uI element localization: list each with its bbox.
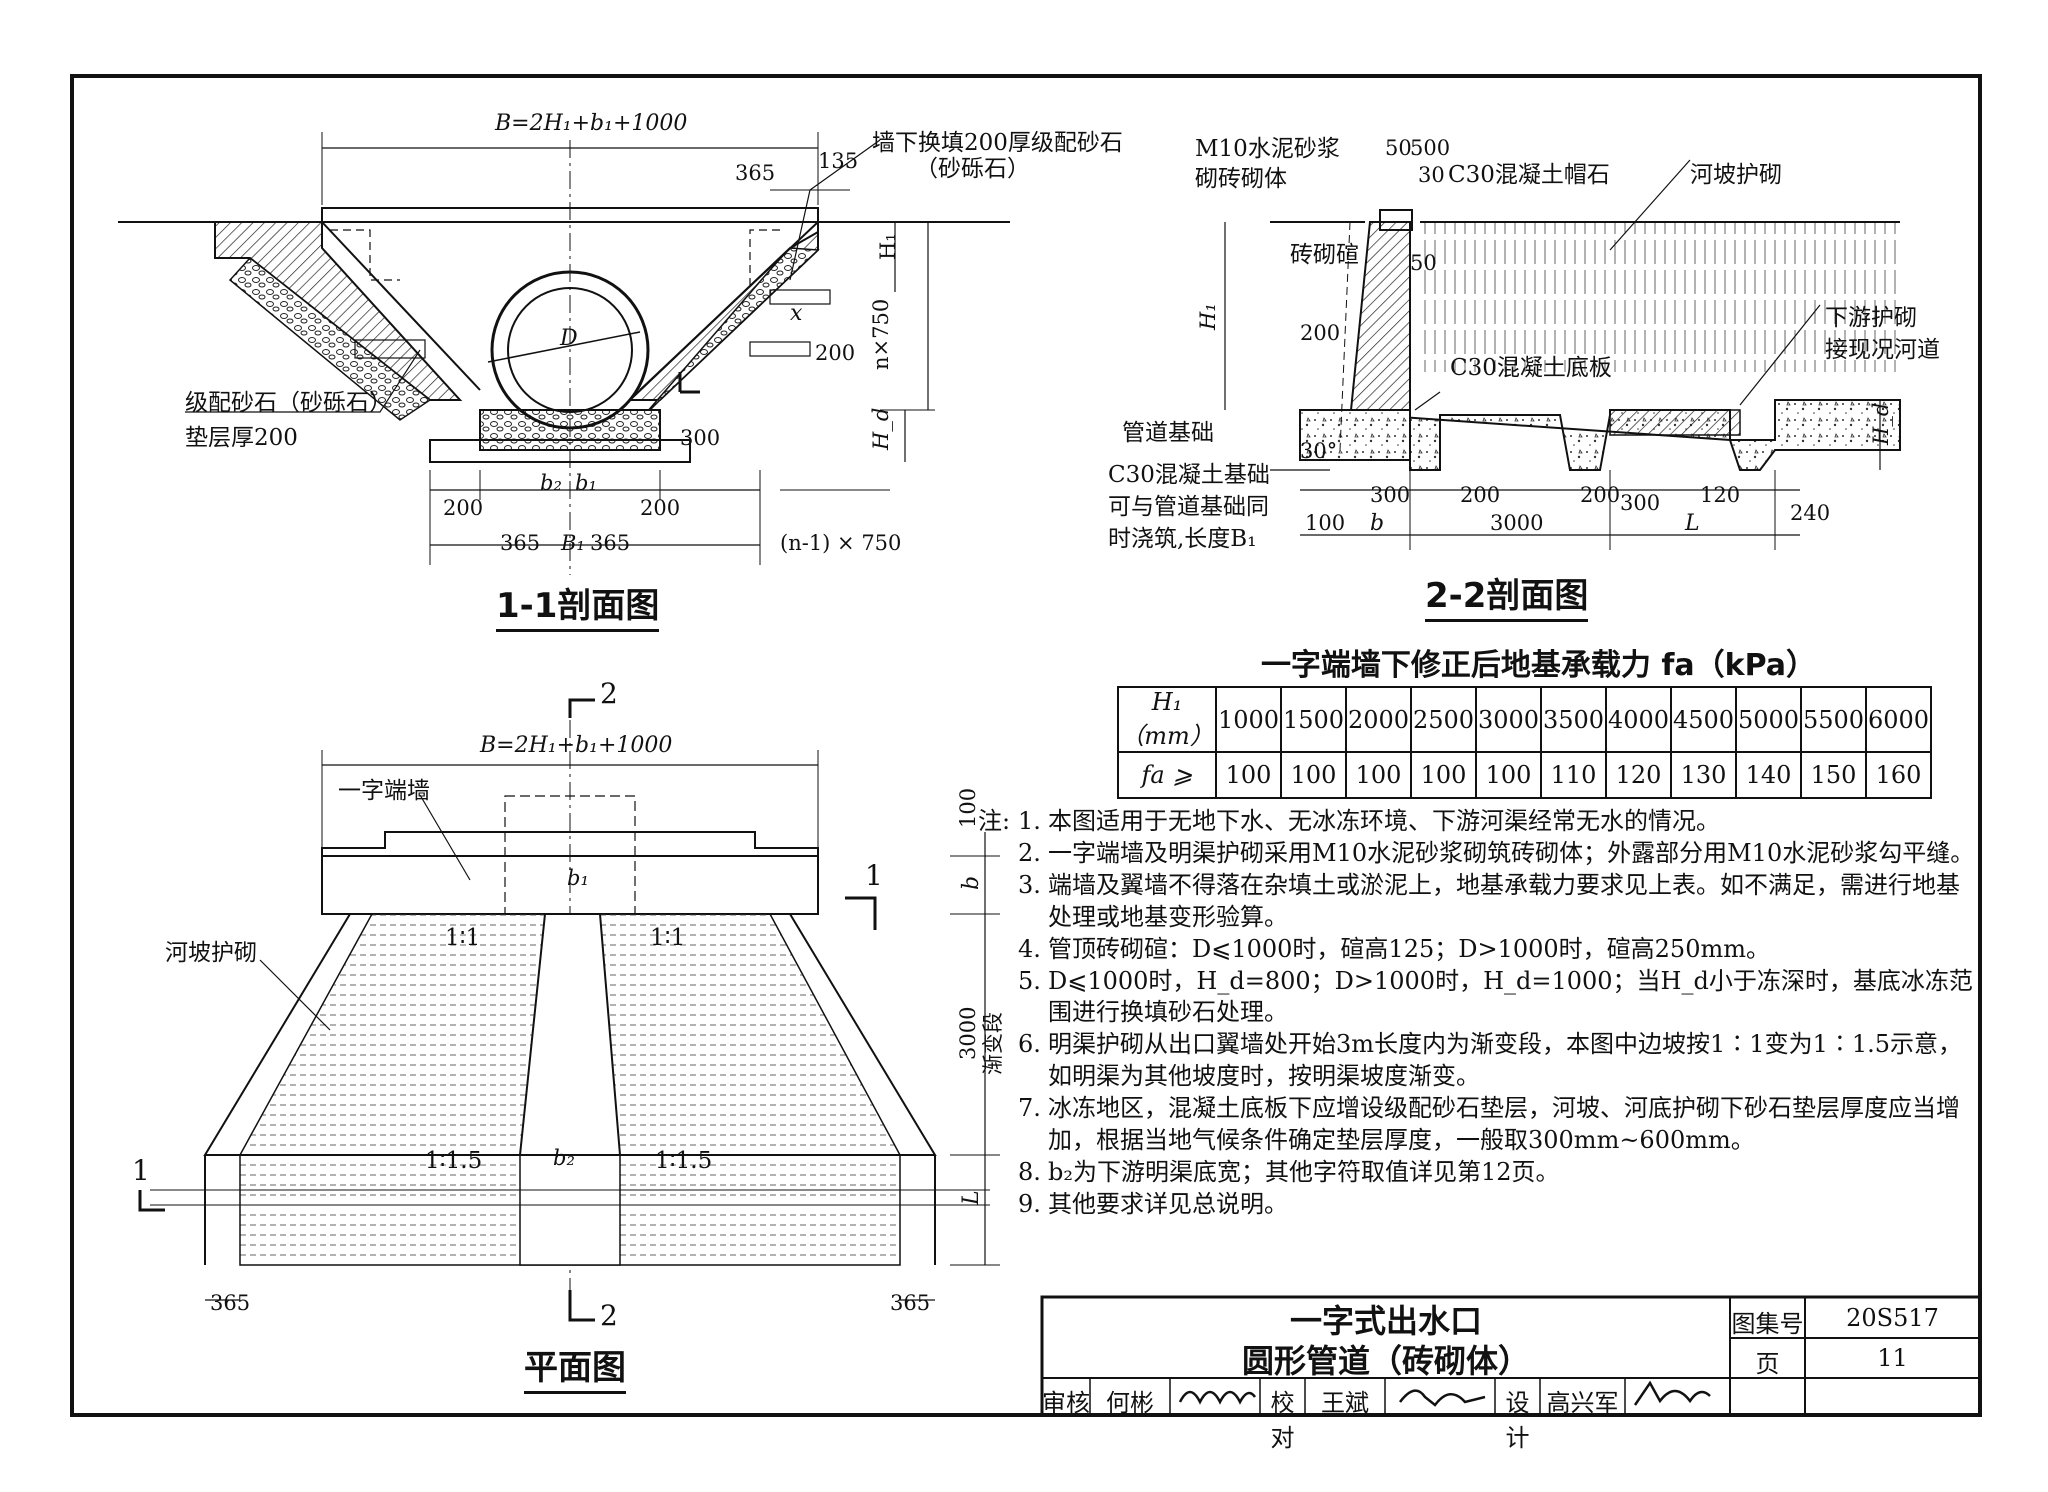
label-cap: C30混凝土帽石 bbox=[1448, 162, 1610, 188]
signature-check bbox=[1399, 1389, 1486, 1407]
dim-Hd: H_d bbox=[869, 408, 893, 451]
dim-240: 240 bbox=[1790, 501, 1830, 525]
dim-nx750: n×750 bbox=[869, 299, 893, 370]
label-slab: C30混凝土底板 bbox=[1450, 355, 1612, 381]
plan-slope-1: 1∶1 bbox=[445, 925, 480, 951]
plan-b1: b₁ bbox=[567, 866, 589, 890]
plan-slope-2: 1∶1 bbox=[650, 925, 685, 951]
dim-300: 300 bbox=[680, 426, 720, 450]
dim-500: 500 bbox=[1410, 136, 1450, 160]
dim-30: 30 bbox=[1418, 163, 1445, 187]
plan-gradual: 渐变段 bbox=[981, 1012, 1005, 1075]
cut-mark-2-bottom: 2 bbox=[600, 1299, 618, 1332]
dim-300-a: 300 bbox=[1370, 483, 1410, 507]
label-down-2: 接现况河道 bbox=[1825, 337, 1940, 363]
label-mortar-2: 砌砖砌体 bbox=[1195, 166, 1287, 192]
dim-365-c: 365 bbox=[590, 531, 630, 555]
dim-n1-750: (n-1) × 750 bbox=[780, 531, 901, 555]
plan-label-wall: 一字端墙 bbox=[338, 778, 430, 804]
dim-b-2: b bbox=[1370, 511, 1384, 536]
title-block-frame bbox=[1040, 1295, 1982, 1417]
dim-H1: H₁ bbox=[876, 233, 900, 260]
label-gravel: 级配砂石（砂砾石） bbox=[185, 390, 392, 416]
plan-b2: b₂ bbox=[553, 1146, 575, 1170]
label-fill-2: （砂砾石） bbox=[915, 156, 1030, 182]
label-pipe-base: 管道基础 bbox=[1122, 420, 1214, 446]
label-down: 下游护砌 bbox=[1825, 305, 1917, 331]
label-c30-3: 时浇筑,长度B₁ bbox=[1108, 526, 1256, 552]
label-mortar: M10水泥砂浆 bbox=[1195, 136, 1340, 162]
dim-200-b: 200 bbox=[443, 496, 483, 520]
sheet-frame bbox=[70, 74, 1982, 1417]
plan-dim-b: b bbox=[959, 876, 984, 890]
plan-dim-3000: 3000 bbox=[956, 1007, 980, 1060]
section-1-1-top-dim: B=2H₁+b₁+1000 bbox=[494, 111, 687, 136]
dim-50-b: 50 bbox=[1410, 251, 1437, 275]
plan-slope-4: 1∶1.5 bbox=[655, 1148, 712, 1174]
dim-365: 365 bbox=[735, 161, 775, 185]
dim-x: x bbox=[790, 301, 803, 326]
dim-200-f: 200 bbox=[1580, 483, 1620, 507]
dim-135: 135 bbox=[818, 149, 858, 173]
signature-design bbox=[1633, 1380, 1711, 1406]
label-c30: C30混凝土基础 bbox=[1108, 462, 1270, 488]
label-bank: 河坡护砌 bbox=[1690, 162, 1782, 188]
dim-H1-2: H₁ bbox=[1196, 303, 1220, 331]
dim-200-c: 200 bbox=[640, 496, 680, 520]
pipe-D: D bbox=[559, 326, 578, 351]
cut-mark-1-left: 1 bbox=[132, 1154, 150, 1187]
dim-365-b: 365 bbox=[500, 531, 540, 555]
cut-mark-2-top: 2 bbox=[600, 677, 618, 710]
section-1-1-drawing bbox=[118, 132, 1010, 575]
plan-label-bank: 河坡护砌 bbox=[165, 940, 257, 966]
dim-Hd-2: H_d bbox=[1869, 403, 1893, 446]
dim-3000: 3000 bbox=[1490, 511, 1543, 535]
plan-dim-100: 100 bbox=[956, 788, 980, 828]
label-c30-2: 可与管道基础同 bbox=[1108, 494, 1269, 520]
plan-drawing bbox=[138, 698, 1000, 1322]
label-brick: 砖砌碹 bbox=[1290, 242, 1359, 268]
signature-review bbox=[1178, 1390, 1257, 1405]
dim-100: 100 bbox=[1305, 511, 1345, 535]
dim-B1: B₁ bbox=[560, 531, 585, 555]
dim-120: 120 bbox=[1700, 483, 1740, 507]
dim-200-d: 200 bbox=[1300, 321, 1340, 345]
plan-dim-365-b: 365 bbox=[890, 1291, 930, 1315]
dim-300-b: 300 bbox=[1620, 491, 1660, 515]
dim-L: L bbox=[1684, 511, 1700, 536]
section-2-2-drawing bbox=[1224, 159, 1901, 550]
dim-b1: b₁ bbox=[575, 471, 597, 495]
label-gravel-2: 垫层厚200 bbox=[185, 425, 298, 451]
plan-dim-365-a: 365 bbox=[210, 1291, 250, 1315]
plan-top-dim: B=2H₁+b₁+1000 bbox=[479, 733, 672, 758]
plan-dim-L: L bbox=[959, 1190, 984, 1206]
cut-mark-1-right: 1 bbox=[865, 859, 883, 892]
dim-b2: b₂ bbox=[540, 471, 562, 495]
dim-200-e: 200 bbox=[1460, 483, 1500, 507]
plan-slope-3: 1∶1.5 bbox=[425, 1148, 482, 1174]
label-fill: 墙下换填200厚级配砂石 bbox=[872, 130, 1123, 156]
dim-200-a: 200 bbox=[815, 341, 855, 365]
angle-30: 30° bbox=[1300, 439, 1337, 463]
dim-50: 50 bbox=[1385, 136, 1412, 160]
